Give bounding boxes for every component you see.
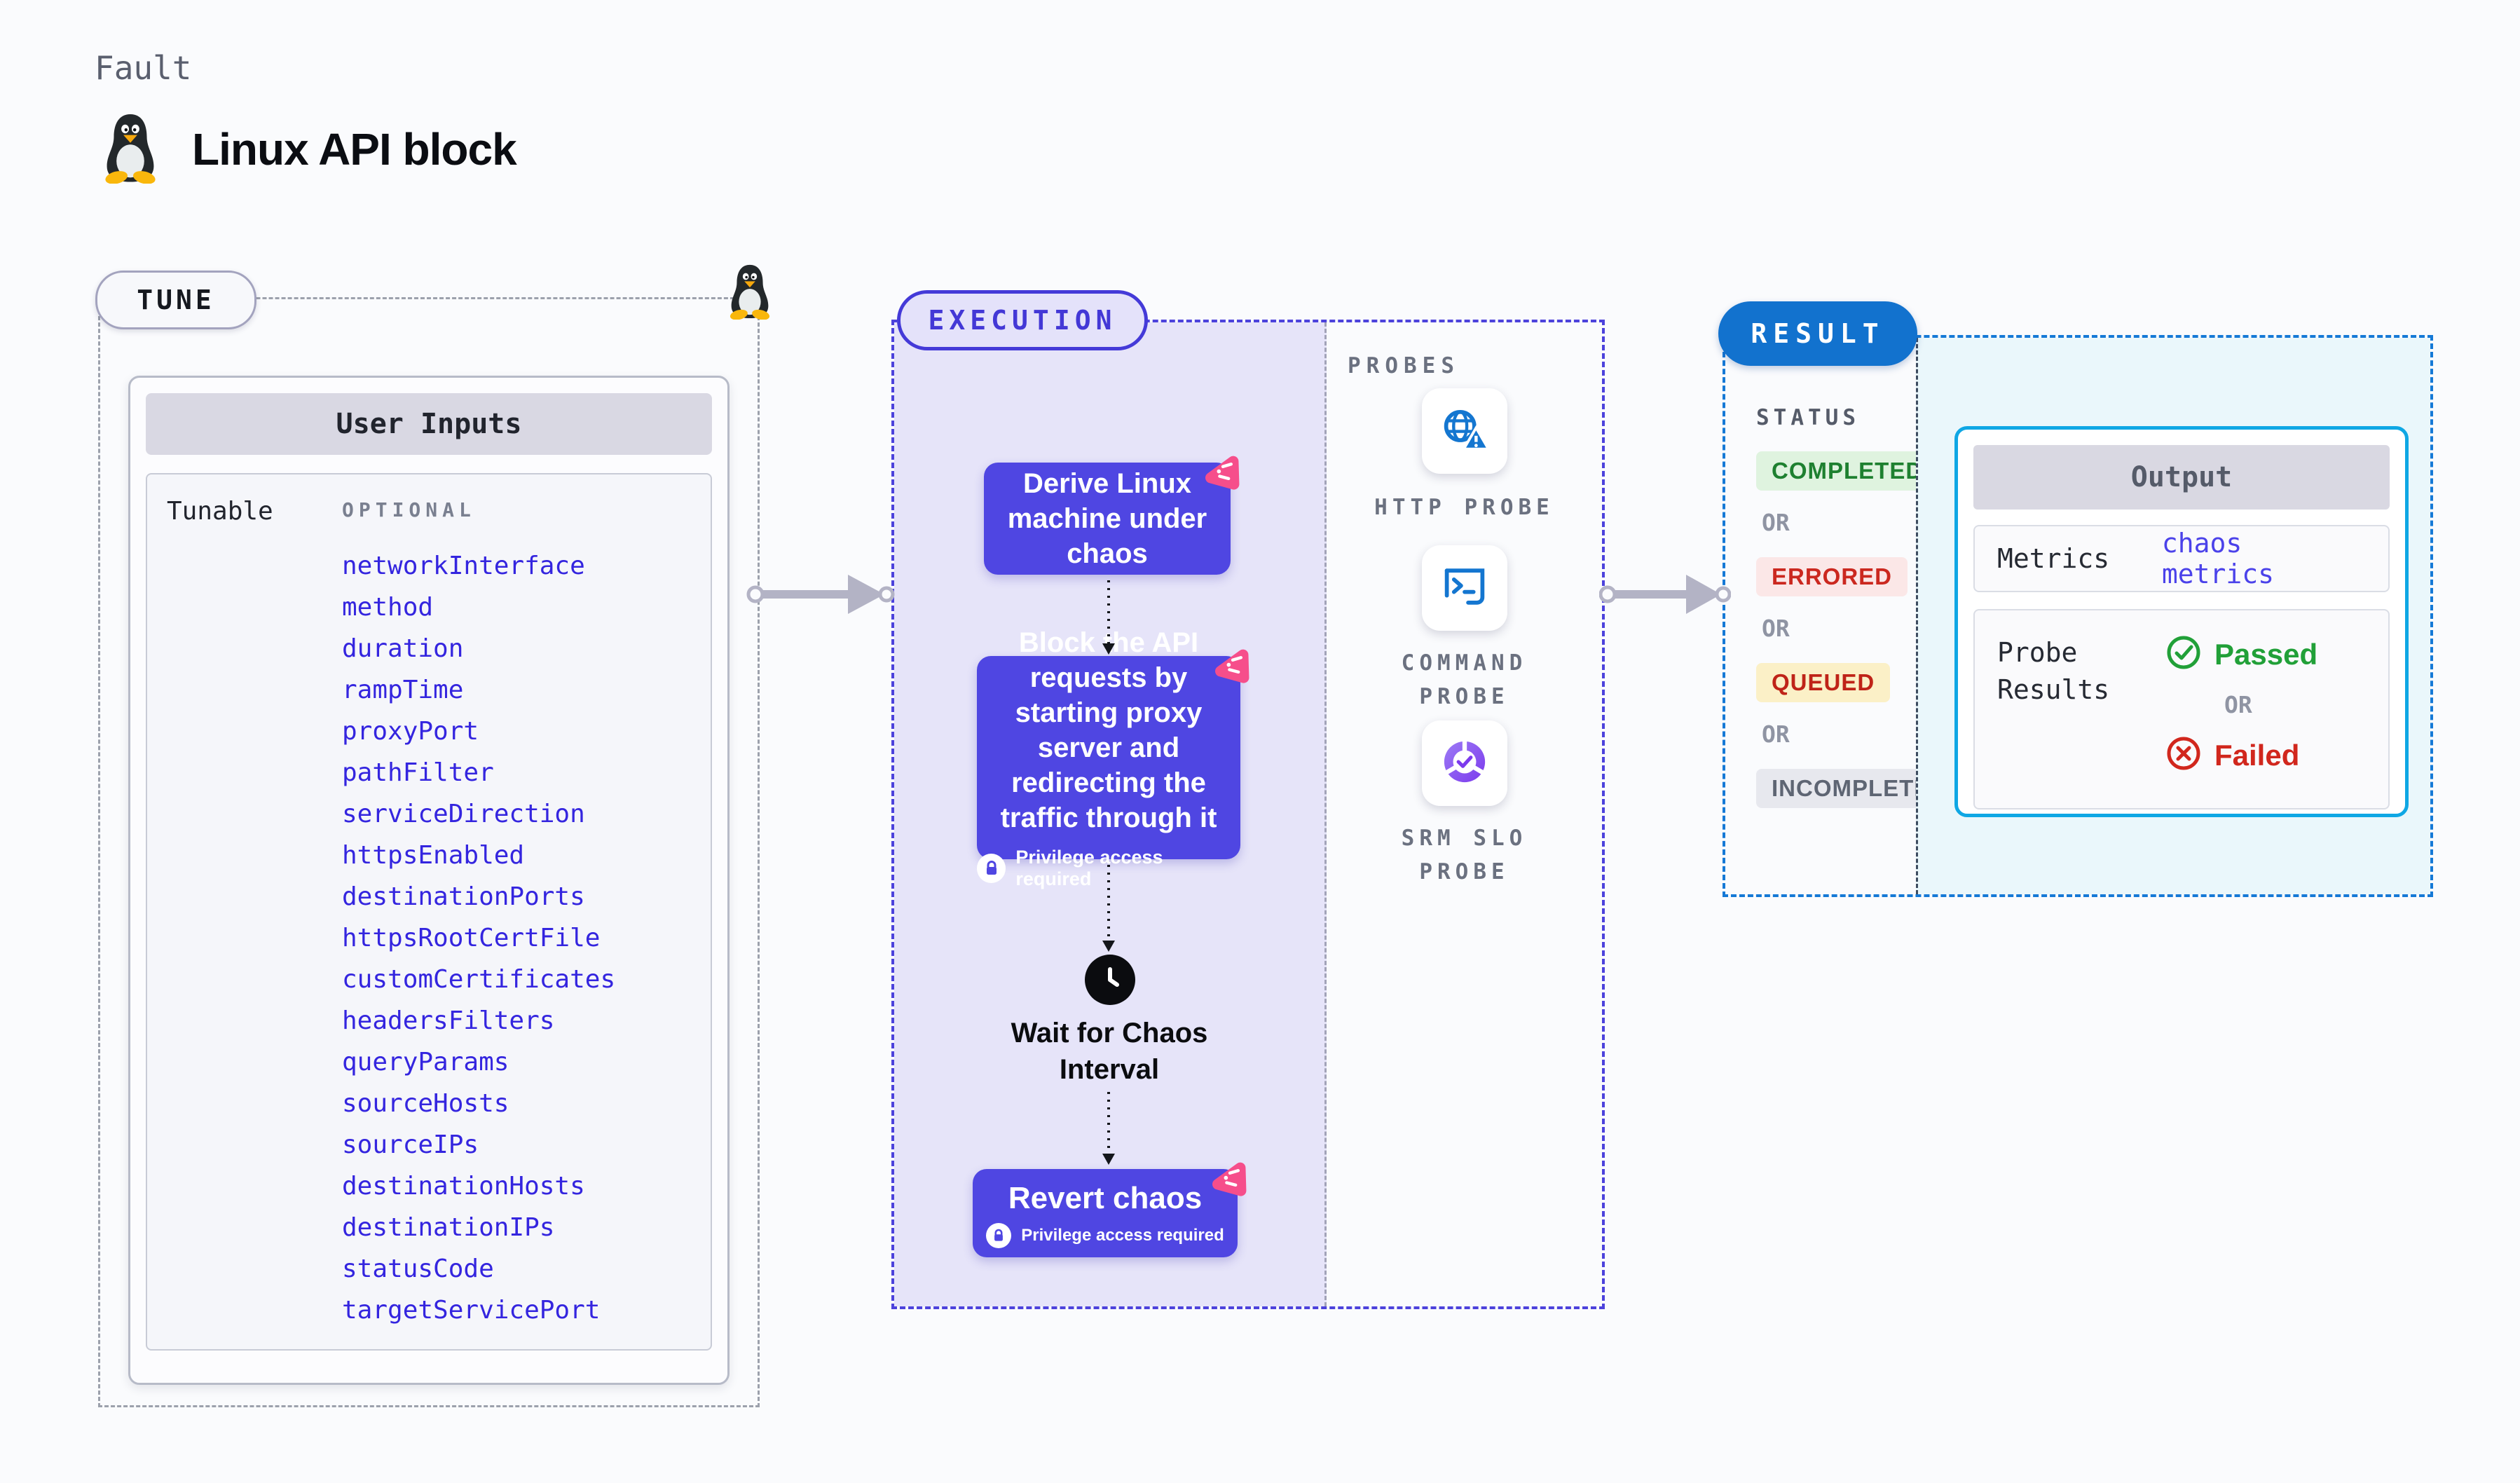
wait-step-label: Wait for Chaos Interval — [1011, 1018, 1208, 1085]
srm-slo-probe-card[interactable] — [1421, 720, 1507, 806]
failed-result-line: Failed — [2165, 735, 2317, 775]
fault-eyebrow: Fault — [95, 49, 192, 87]
flow-arrow-2 — [1099, 863, 1118, 957]
param-list: networkInterface method duration rampTim… — [342, 545, 697, 1331]
probe-results-values: Passed OR Failed — [2165, 634, 2317, 808]
privilege-note: Privilege access required — [1021, 1225, 1224, 1245]
output-card: Output Metrics chaos metrics Probe Resul… — [1954, 426, 2409, 817]
param-destinationIPs[interactable]: destinationIPs — [342, 1213, 555, 1242]
chaos-logo-badge — [1205, 1154, 1252, 1203]
execution-section-label: EXECUTION — [897, 290, 1148, 350]
flow-arrow-3 — [1099, 1091, 1118, 1170]
user-inputs-card: User Inputs Tunable OPTIONAL networkInte… — [128, 376, 730, 1385]
metrics-row: Metrics chaos metrics — [1973, 525, 2390, 592]
param-rampTime[interactable]: rampTime — [342, 676, 464, 704]
result-section-label: RESULT — [1718, 301, 1917, 366]
or-separator: OR — [2224, 691, 2252, 718]
step-revert-label: Revert chaos — [1008, 1180, 1203, 1215]
execution-flow-region: Derive Linux machine under chaos — [894, 322, 1327, 1306]
param-httpsRootCertFile[interactable]: httpsRootCertFile — [342, 924, 601, 952]
param-httpsEnabled[interactable]: httpsEnabled — [342, 841, 525, 870]
x-circle-icon — [2165, 735, 2202, 775]
privilege-note-row: Privilege access required — [977, 847, 1240, 890]
param-customCertificates[interactable]: customCertificates — [342, 965, 616, 994]
probes-section-label: PROBES — [1348, 353, 1460, 378]
tux-penguin-icon-small — [725, 262, 775, 323]
execution-section-box: Derive Linux machine under chaos — [891, 320, 1605, 1309]
slo-donut-check-icon — [1438, 735, 1491, 792]
param-serviceDirection[interactable]: serviceDirection — [342, 800, 585, 828]
lock-icon — [986, 1222, 1012, 1248]
param-headersFilters[interactable]: headersFilters — [342, 1006, 555, 1035]
param-targetServicePort[interactable]: targetServicePort — [342, 1296, 601, 1325]
param-statusCode[interactable]: statusCode — [342, 1255, 494, 1283]
param-destinationPorts[interactable]: destinationPorts — [342, 882, 585, 911]
step-revert-chaos: Revert chaos Privilege access required — [973, 1162, 1247, 1257]
probe-results-row: Probe Results Passed OR — [1973, 609, 2390, 809]
http-probe-card[interactable] — [1421, 388, 1507, 474]
status-column-label: STATUS — [1756, 405, 1860, 430]
status-badge-errored: ERRORED — [1756, 557, 1908, 596]
globe-alert-icon — [1437, 404, 1492, 458]
status-column: STATUS COMPLETED OR ERRORED OR QUEUED OR… — [1725, 338, 1964, 894]
param-queryParams[interactable]: queryParams — [342, 1048, 509, 1077]
chaos-logo-badge — [1208, 641, 1254, 690]
param-sourceIPs[interactable]: sourceIPs — [342, 1130, 479, 1159]
privilege-note-row: Privilege access required — [986, 1222, 1224, 1248]
param-pathFilter[interactable]: pathFilter — [342, 758, 494, 787]
status-badge-completed: COMPLETED — [1756, 451, 1939, 491]
page-title: Linux API block — [192, 123, 517, 175]
tunable-row-label: Tunable — [167, 497, 273, 526]
page-title-row: Linux API block — [98, 111, 517, 187]
status-badge-queued: QUEUED — [1756, 663, 1891, 702]
command-probe-card[interactable] — [1421, 545, 1507, 631]
step-block-api: Block the API requests by starting proxy… — [977, 627, 1249, 889]
http-probe-label: HTTP PROBE — [1374, 495, 1554, 520]
passed-label: Passed — [2214, 637, 2318, 671]
step-block-label: Block the API requests by starting proxy… — [1000, 627, 1217, 833]
tune-section-label: TUNE — [95, 271, 256, 329]
check-circle-icon — [2165, 634, 2202, 674]
lock-icon — [977, 854, 1006, 883]
metrics-value-link[interactable]: chaos metrics — [2161, 528, 2275, 589]
param-networkInterface[interactable]: networkInterface — [342, 552, 585, 580]
command-probe-label: COMMAND PROBE — [1401, 650, 1528, 710]
clock-icon — [1085, 955, 1135, 1005]
probes-region: PROBES HTTP PROBE — [1327, 322, 1602, 1306]
result-section-box: STATUS COMPLETED OR ERRORED OR QUEUED OR… — [1723, 335, 2433, 897]
probe-results-label: Probe Results — [1997, 637, 2110, 706]
terminal-icon — [1439, 563, 1490, 613]
execution-to-result-arrow — [1598, 569, 1732, 623]
user-inputs-header: User Inputs — [146, 393, 712, 455]
param-duration[interactable]: duration — [342, 634, 464, 663]
tune-to-execution-arrow — [746, 569, 896, 623]
param-sourceHosts[interactable]: sourceHosts — [342, 1089, 509, 1118]
param-destinationHosts[interactable]: destinationHosts — [342, 1172, 585, 1201]
flow-arrow-1 — [1099, 579, 1118, 660]
or-separator: OR — [1762, 615, 1790, 642]
param-proxyPort[interactable]: proxyPort — [342, 717, 479, 746]
step-derive-label: Derive Linux machine under chaos — [1007, 468, 1207, 569]
output-card-header: Output — [1973, 445, 2390, 510]
or-separator: OR — [1762, 720, 1790, 748]
tunables-table: Tunable OPTIONAL networkInterface method… — [146, 473, 712, 1351]
param-method[interactable]: method — [342, 593, 434, 622]
privilege-note: Privilege access required — [1015, 847, 1163, 889]
or-separator: OR — [1762, 509, 1790, 536]
metrics-label: Metrics — [1997, 543, 2110, 574]
tune-section-box — [98, 297, 760, 1407]
chaos-logo-badge — [1198, 447, 1245, 497]
tux-penguin-icon — [98, 111, 163, 187]
failed-label: Failed — [2214, 738, 2300, 772]
step-derive-machine: Derive Linux machine under chaos — [984, 456, 1240, 575]
srm-slo-probe-label: SRM SLO PROBE — [1401, 826, 1528, 885]
passed-result-line: Passed — [2165, 634, 2317, 674]
optional-column-label: OPTIONAL — [342, 498, 476, 521]
output-panel: Output Metrics chaos metrics Probe Resul… — [1916, 338, 2430, 894]
